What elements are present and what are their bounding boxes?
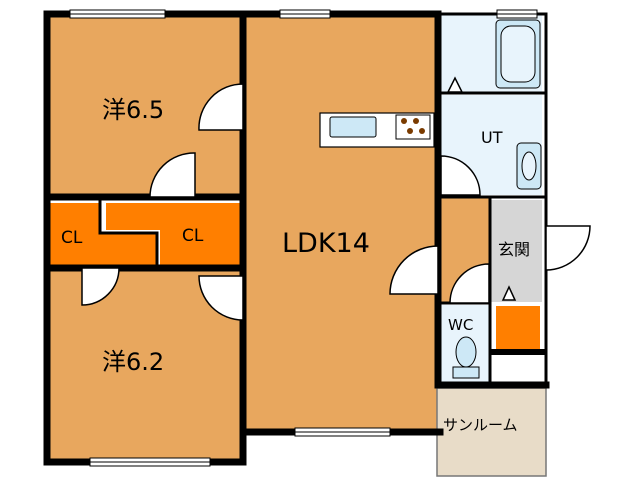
door-western-a-lower [149,152,196,198]
door-toilet [449,263,490,304]
door-western-a [198,83,244,131]
label-western-b: 洋6.2 [102,348,164,376]
label-closet-right: CL [182,226,204,246]
door-ldk [389,245,439,295]
door-entrance [545,225,591,271]
windows [69,9,538,467]
door-entry-step [501,285,517,301]
door-western-b-left [81,267,120,306]
closet-right [106,203,240,265]
label-western-a: 洋6.5 [102,96,164,124]
label-closet-left: CL [61,228,83,248]
door-bath [446,76,464,93]
door-western-b [198,275,244,321]
shoe-storage [496,306,540,352]
label-sunroom: サンルーム [443,416,518,434]
doors [81,76,591,321]
sunroom [436,387,547,477]
label-ldk: LDK14 [282,228,370,259]
label-toilet: WC [448,316,473,334]
label-entrance: 玄関 [498,240,530,259]
kitchen-counter [319,112,435,148]
bathtub [495,19,541,89]
toilet-fixture [452,336,480,379]
door-utility [440,155,481,196]
label-utility: UT [481,128,503,147]
ldk-room [243,14,440,432]
entrance-area [491,200,542,302]
washbasin [516,142,542,190]
